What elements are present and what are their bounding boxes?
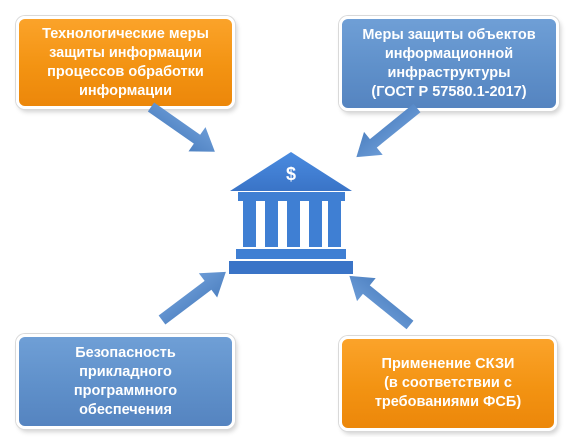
box-infrastructure-measures-label: Меры защиты объектов информационной инфр… bbox=[362, 26, 536, 100]
box-crypto-tools: Применение СКЗИ (в соответствии с требов… bbox=[339, 336, 557, 431]
box-technological-measures-label: Технологические меры защиты информации п… bbox=[42, 25, 209, 99]
bank-building-icon: $ bbox=[229, 152, 353, 274]
arrow-top-left bbox=[147, 102, 215, 152]
dollar-sign: $ bbox=[286, 164, 296, 184]
box-crypto-tools-label: Применение СКЗИ (в соответствии с требов… bbox=[374, 356, 522, 410]
box-technological-measures: Технологические меры защиты информации п… bbox=[16, 16, 235, 109]
arrow-bottom-right bbox=[349, 275, 414, 330]
arrow-top-right bbox=[356, 103, 421, 158]
box-application-security: Безопасность прикладного программного об… bbox=[16, 334, 235, 429]
box-infrastructure-measures: Меры защиты объектов информационной инфр… bbox=[339, 16, 559, 111]
box-application-security-label: Безопасность прикладного программного об… bbox=[73, 344, 178, 418]
arrow-bottom-left bbox=[158, 271, 226, 325]
